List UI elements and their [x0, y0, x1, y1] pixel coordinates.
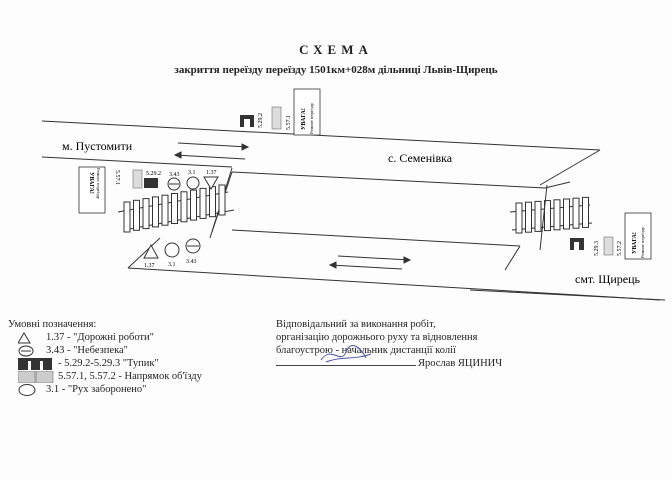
- railway-tie: [563, 198, 570, 230]
- detour-sign-icon: [18, 370, 54, 383]
- legend-heading: Умовні позначення:: [8, 319, 97, 330]
- railway-tie: [515, 202, 523, 234]
- responsible-block: Відповідальний за виконання робіт, орган…: [276, 318, 502, 370]
- railway-crossing-left: [117, 184, 235, 233]
- responsible-line-3: благоустрою - начальник дистанції колії: [276, 345, 456, 356]
- svg-text:УВАГА!: УВАГА!: [88, 172, 94, 194]
- detour-sign-icon: [603, 236, 614, 256]
- legend-item-danger: 3.43 - "Небезпека": [18, 344, 202, 357]
- railway-tie: [133, 199, 140, 231]
- road-edge-top: [41, 120, 601, 151]
- svg-text:5.29.2: 5.29.2: [146, 171, 161, 177]
- legend: Умовні позначення: 1.37 - "Дорожні робот…: [8, 318, 202, 396]
- svg-text:1.37: 1.37: [206, 170, 217, 176]
- scheme-subtitle: закриття переїзду переїзду 1501км+028м д…: [174, 64, 498, 76]
- svg-text:УВАГА!: УВАГА!: [301, 108, 307, 130]
- svg-text:5.57.1: 5.57.1: [114, 170, 120, 185]
- svg-text:1.37: 1.37: [144, 263, 155, 269]
- railway-tie: [171, 193, 178, 224]
- place-shchyrets: смт. Щирець: [575, 272, 641, 286]
- legend-item-roadworks: 1.37 - "Дорожні роботи": [18, 331, 202, 344]
- svg-text:3.1: 3.1: [168, 262, 176, 268]
- detour-sign-icon: [132, 169, 143, 189]
- railway-tie: [209, 186, 216, 218]
- sign-group-left-upper: УВАГА! Ремонт переїзду 5.57.1 5.29.2 3.4…: [78, 166, 219, 214]
- roadworks-sign-icon: [143, 243, 159, 259]
- railway-tie: [123, 201, 131, 233]
- svg-text:Ремонт переїзду: Ремонт переїзду: [309, 102, 314, 134]
- railway-tie: [553, 199, 561, 231]
- road-edge-right-diag: [539, 149, 601, 186]
- railway-tie: [161, 194, 169, 226]
- svg-text:3.43: 3.43: [186, 259, 197, 265]
- detour-sign-icon: [271, 106, 282, 130]
- no-entry-sign-icon: [18, 383, 36, 396]
- legend-item-detour: 5.57.1, 5.57.2 - Напрямок об'їзду: [18, 370, 202, 383]
- svg-text:5.29.3: 5.29.3: [594, 241, 600, 256]
- road-edge-bottom: [127, 267, 661, 301]
- svg-text:3.1: 3.1: [188, 170, 196, 176]
- railway-tie: [218, 184, 226, 216]
- danger-sign-icon: [18, 345, 34, 356]
- signature-line: [276, 365, 416, 366]
- railway-tie: [180, 191, 188, 223]
- svg-text:5.57.1: 5.57.1: [286, 115, 292, 130]
- warning-board: [624, 212, 652, 260]
- responsible-name: Ярослав ЯЦИНИЧ: [418, 358, 503, 369]
- legend-item-dead-end: - 5.29.2-5.29.3 "Тупик": [18, 357, 202, 370]
- road-edge-mid-top: [231, 171, 546, 189]
- railway-tie: [572, 197, 580, 229]
- dead-end-sign-icon: [18, 357, 52, 370]
- railway-tie: [582, 196, 589, 228]
- svg-text:3.43: 3.43: [169, 172, 180, 178]
- place-semenivka: с. Семенівка: [388, 151, 453, 165]
- warning-board: [293, 88, 321, 136]
- railway-tie: [534, 200, 542, 232]
- scheme-title: СХЕМА: [299, 42, 373, 57]
- sign-group-right: 5.29.3 5.57.2 УВАГА! Ремонт переїзду: [570, 212, 652, 260]
- roadworks-sign-icon: [203, 176, 219, 190]
- place-pustomyty: м. Пустомити: [62, 139, 133, 153]
- svg-text:Ремонт переїзду: Ремонт переїзду: [640, 226, 645, 258]
- railway-tie: [142, 198, 150, 230]
- railway-tie: [544, 200, 551, 232]
- sign-group-top: 5.29.2 5.57.1 УВАГА! Ремонт переїзду: [240, 88, 321, 136]
- svg-text:УВАГА!: УВАГА!: [632, 232, 638, 254]
- responsible-line-1: Відповідальний за виконання робіт,: [276, 319, 436, 330]
- legend-item-no-entry: 3.1 - "Рух заборонено": [18, 383, 202, 396]
- responsible-line-2: організацію дорожнього руху та відновлен…: [276, 332, 478, 343]
- signature-icon: [320, 345, 372, 363]
- railway-tie: [152, 196, 159, 228]
- closure-line-left-lower: [127, 237, 161, 269]
- svg-text:Ремонт переїзду: Ремонт переїзду: [96, 168, 101, 200]
- no-entry-sign-icon: [186, 176, 200, 190]
- svg-text:5.57.2: 5.57.2: [617, 241, 623, 256]
- railway-crossing-right: [509, 184, 593, 251]
- railway-tie: [190, 189, 197, 221]
- sign-group-left-lower: 1.37 3.1 3.43: [143, 238, 201, 269]
- dead-end-sign-icon: [144, 178, 158, 188]
- svg-text:5.29.2: 5.29.2: [258, 113, 264, 128]
- warning-board: [78, 166, 106, 214]
- no-entry-sign-icon: [164, 242, 180, 258]
- railway-tie: [199, 187, 207, 219]
- road-edge-left-lower: [41, 156, 233, 168]
- railway-tie: [525, 201, 532, 233]
- road-edge-mid-bottom: [231, 229, 521, 247]
- roadworks-sign-icon: [18, 331, 31, 343]
